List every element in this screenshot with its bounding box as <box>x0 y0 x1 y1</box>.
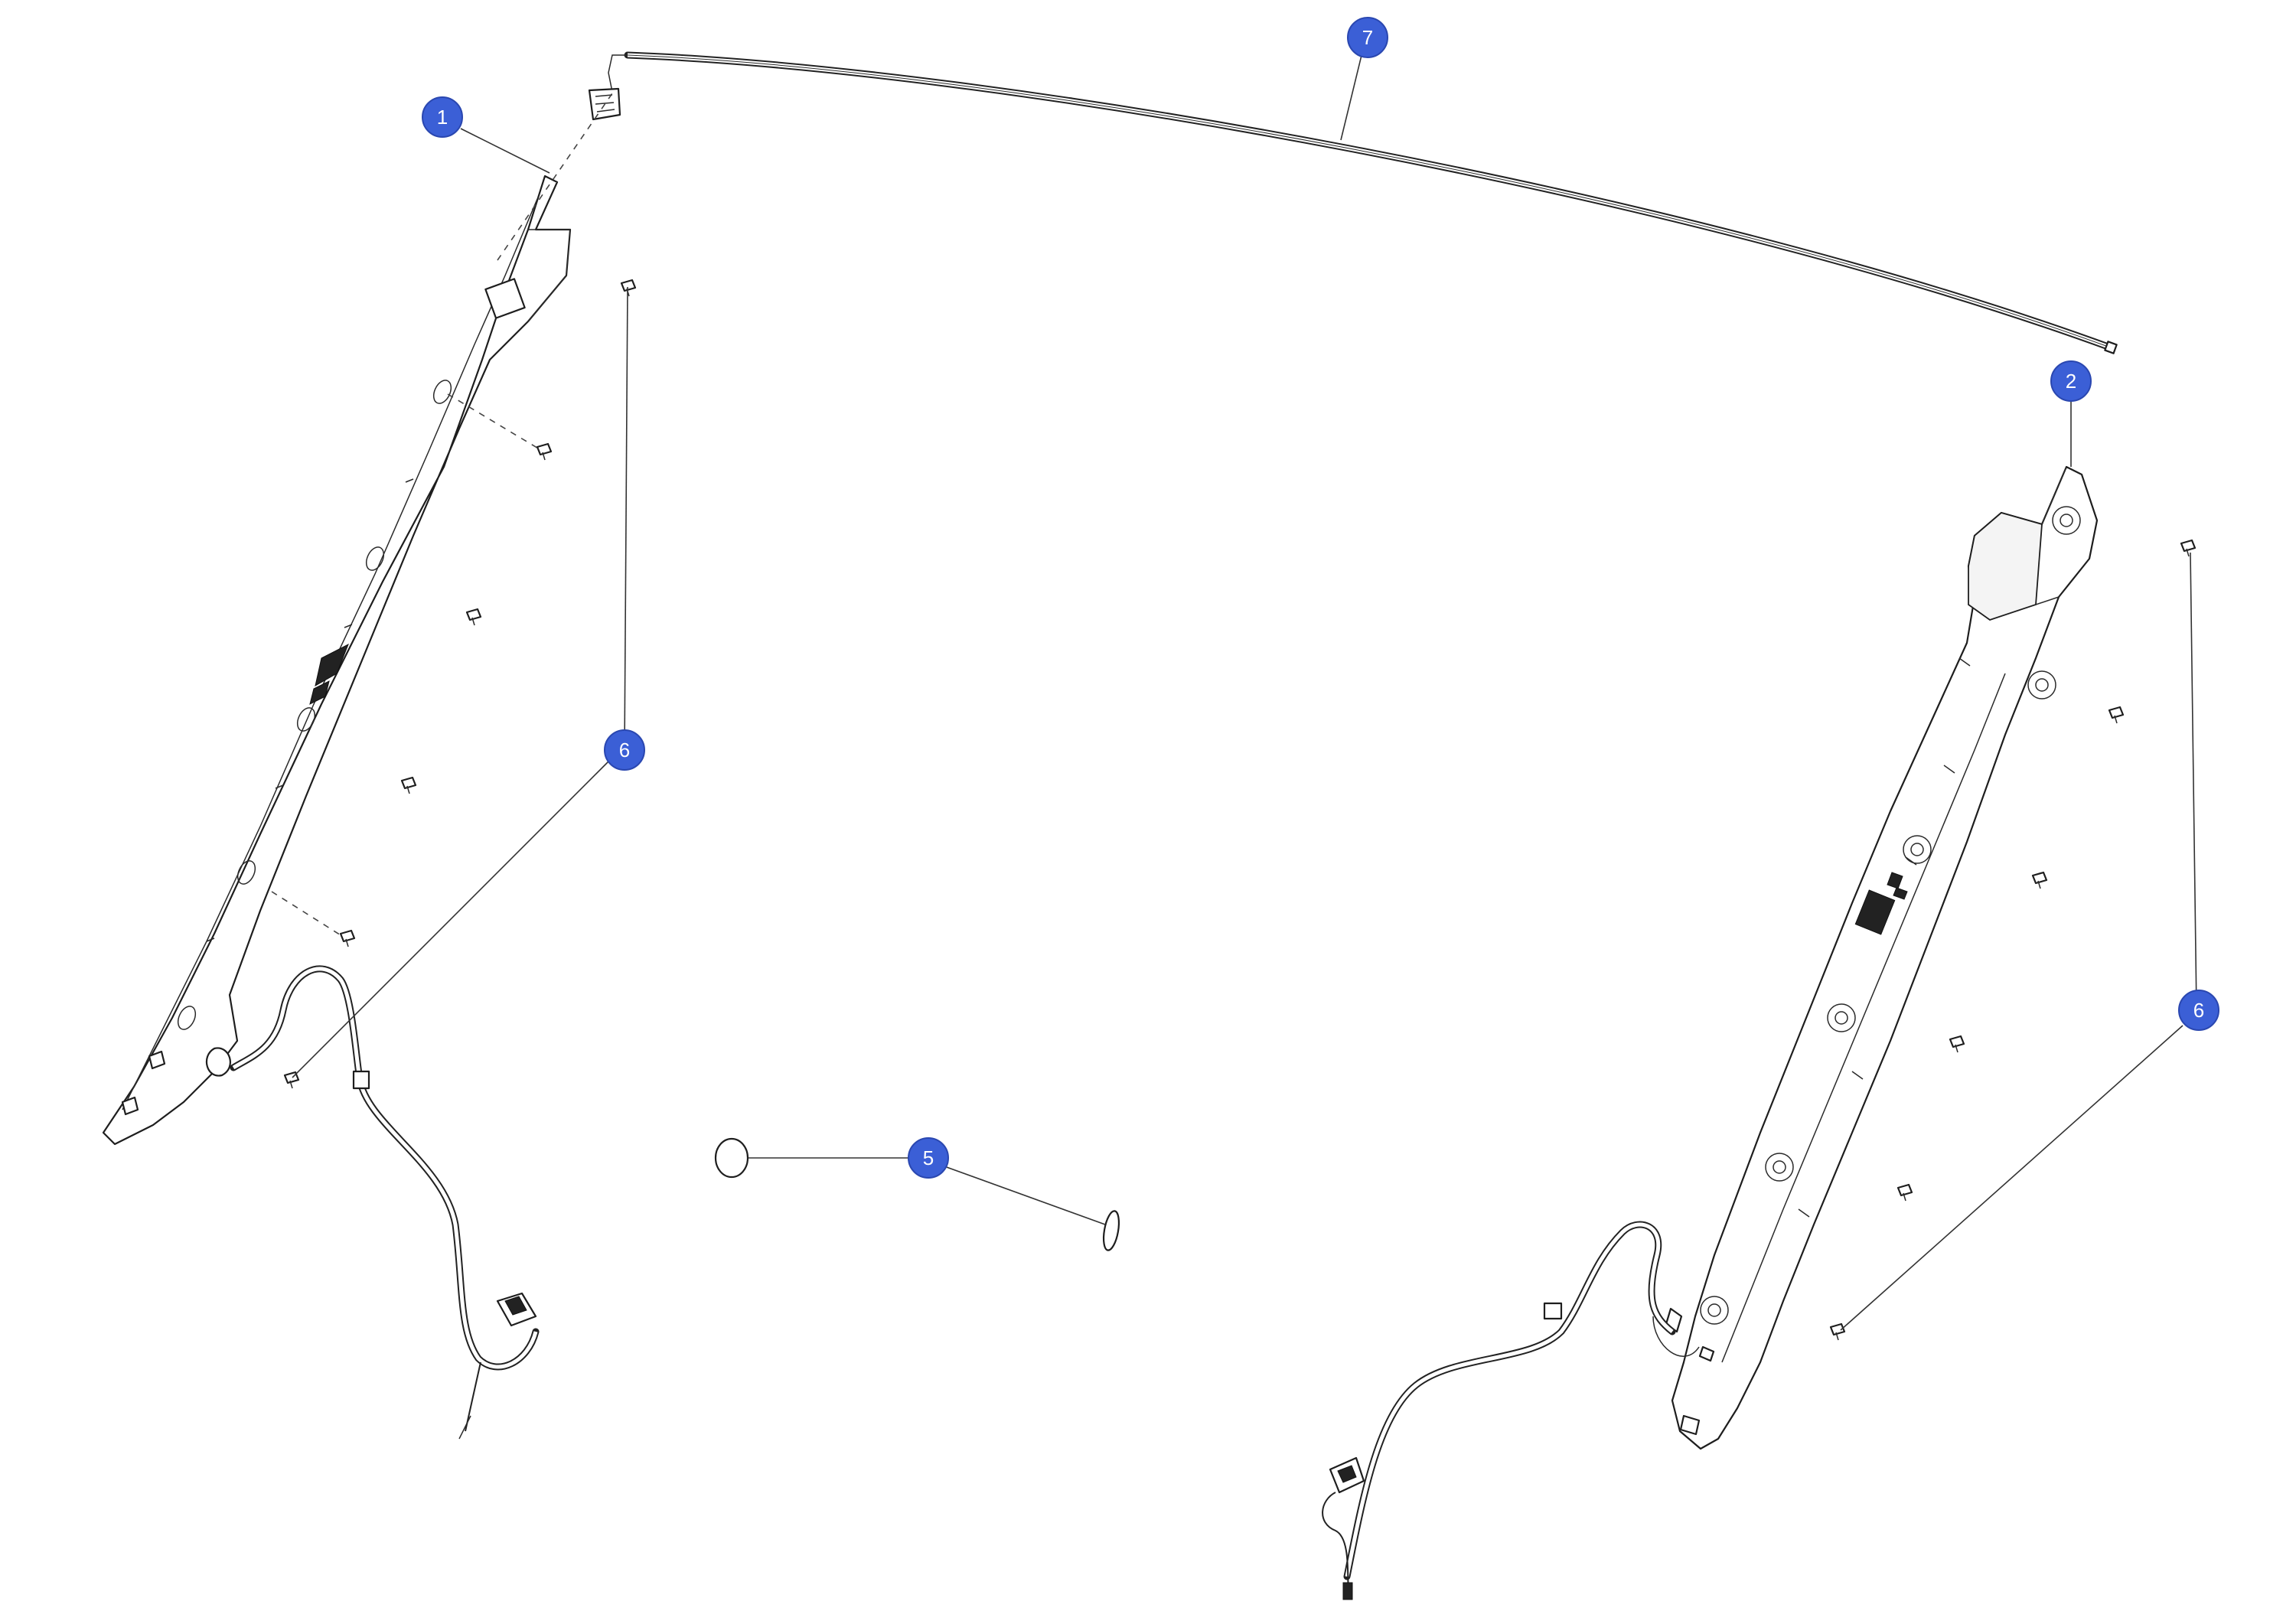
callout-6-right: 6 <box>2178 990 2219 1031</box>
clip <box>1896 1183 1913 1202</box>
right-wiring-harness <box>1322 1221 1676 1600</box>
leader-5-right <box>944 1166 1106 1225</box>
leader-6a-up <box>624 286 628 752</box>
clip <box>400 776 417 794</box>
callout-6-left: 6 <box>604 729 645 771</box>
clip <box>2031 871 2048 889</box>
clip <box>2180 539 2197 557</box>
clip <box>536 442 553 461</box>
cap-round <box>714 1137 749 1179</box>
part-2-right-pillar-trim <box>1652 465 2099 1450</box>
clip <box>465 608 482 626</box>
left-wiring-harness <box>230 965 540 1440</box>
cap-edge <box>1102 1210 1120 1251</box>
svg-text:6: 6 <box>2193 999 2204 1022</box>
callout-2: 2 <box>2050 360 2092 402</box>
part-7-roof-strip <box>588 51 2118 354</box>
leader-6b-down <box>1840 1025 2183 1331</box>
part-1-left-pillar-trim <box>102 93 613 1146</box>
svg-text:7: 7 <box>1362 26 1373 49</box>
callout-5: 5 <box>908 1137 949 1179</box>
leader-6b-up <box>2190 552 2197 1011</box>
leader-1 <box>460 128 550 174</box>
svg-text:5: 5 <box>923 1146 934 1169</box>
left-harness-connector <box>496 1292 537 1327</box>
left-clips-6 <box>283 279 637 1089</box>
callout-7: 7 <box>1347 17 1388 58</box>
clip <box>620 279 637 297</box>
clip <box>1949 1035 1965 1053</box>
svg-text:6: 6 <box>619 739 630 761</box>
leader-6a-down <box>292 761 609 1078</box>
clip <box>339 929 356 947</box>
callout-1: 1 <box>422 96 463 138</box>
clip <box>2108 706 2125 724</box>
part-5-caps <box>714 1137 1120 1251</box>
leader-lines <box>292 45 2197 1331</box>
svg-text:1: 1 <box>437 106 448 129</box>
right-clips-6 <box>1829 539 2197 1341</box>
svg-text:2: 2 <box>2066 370 2076 393</box>
right-harness-connector <box>1329 1456 1365 1494</box>
clip <box>1829 1322 1846 1341</box>
leader-7 <box>1340 45 1365 141</box>
clip <box>283 1071 300 1089</box>
